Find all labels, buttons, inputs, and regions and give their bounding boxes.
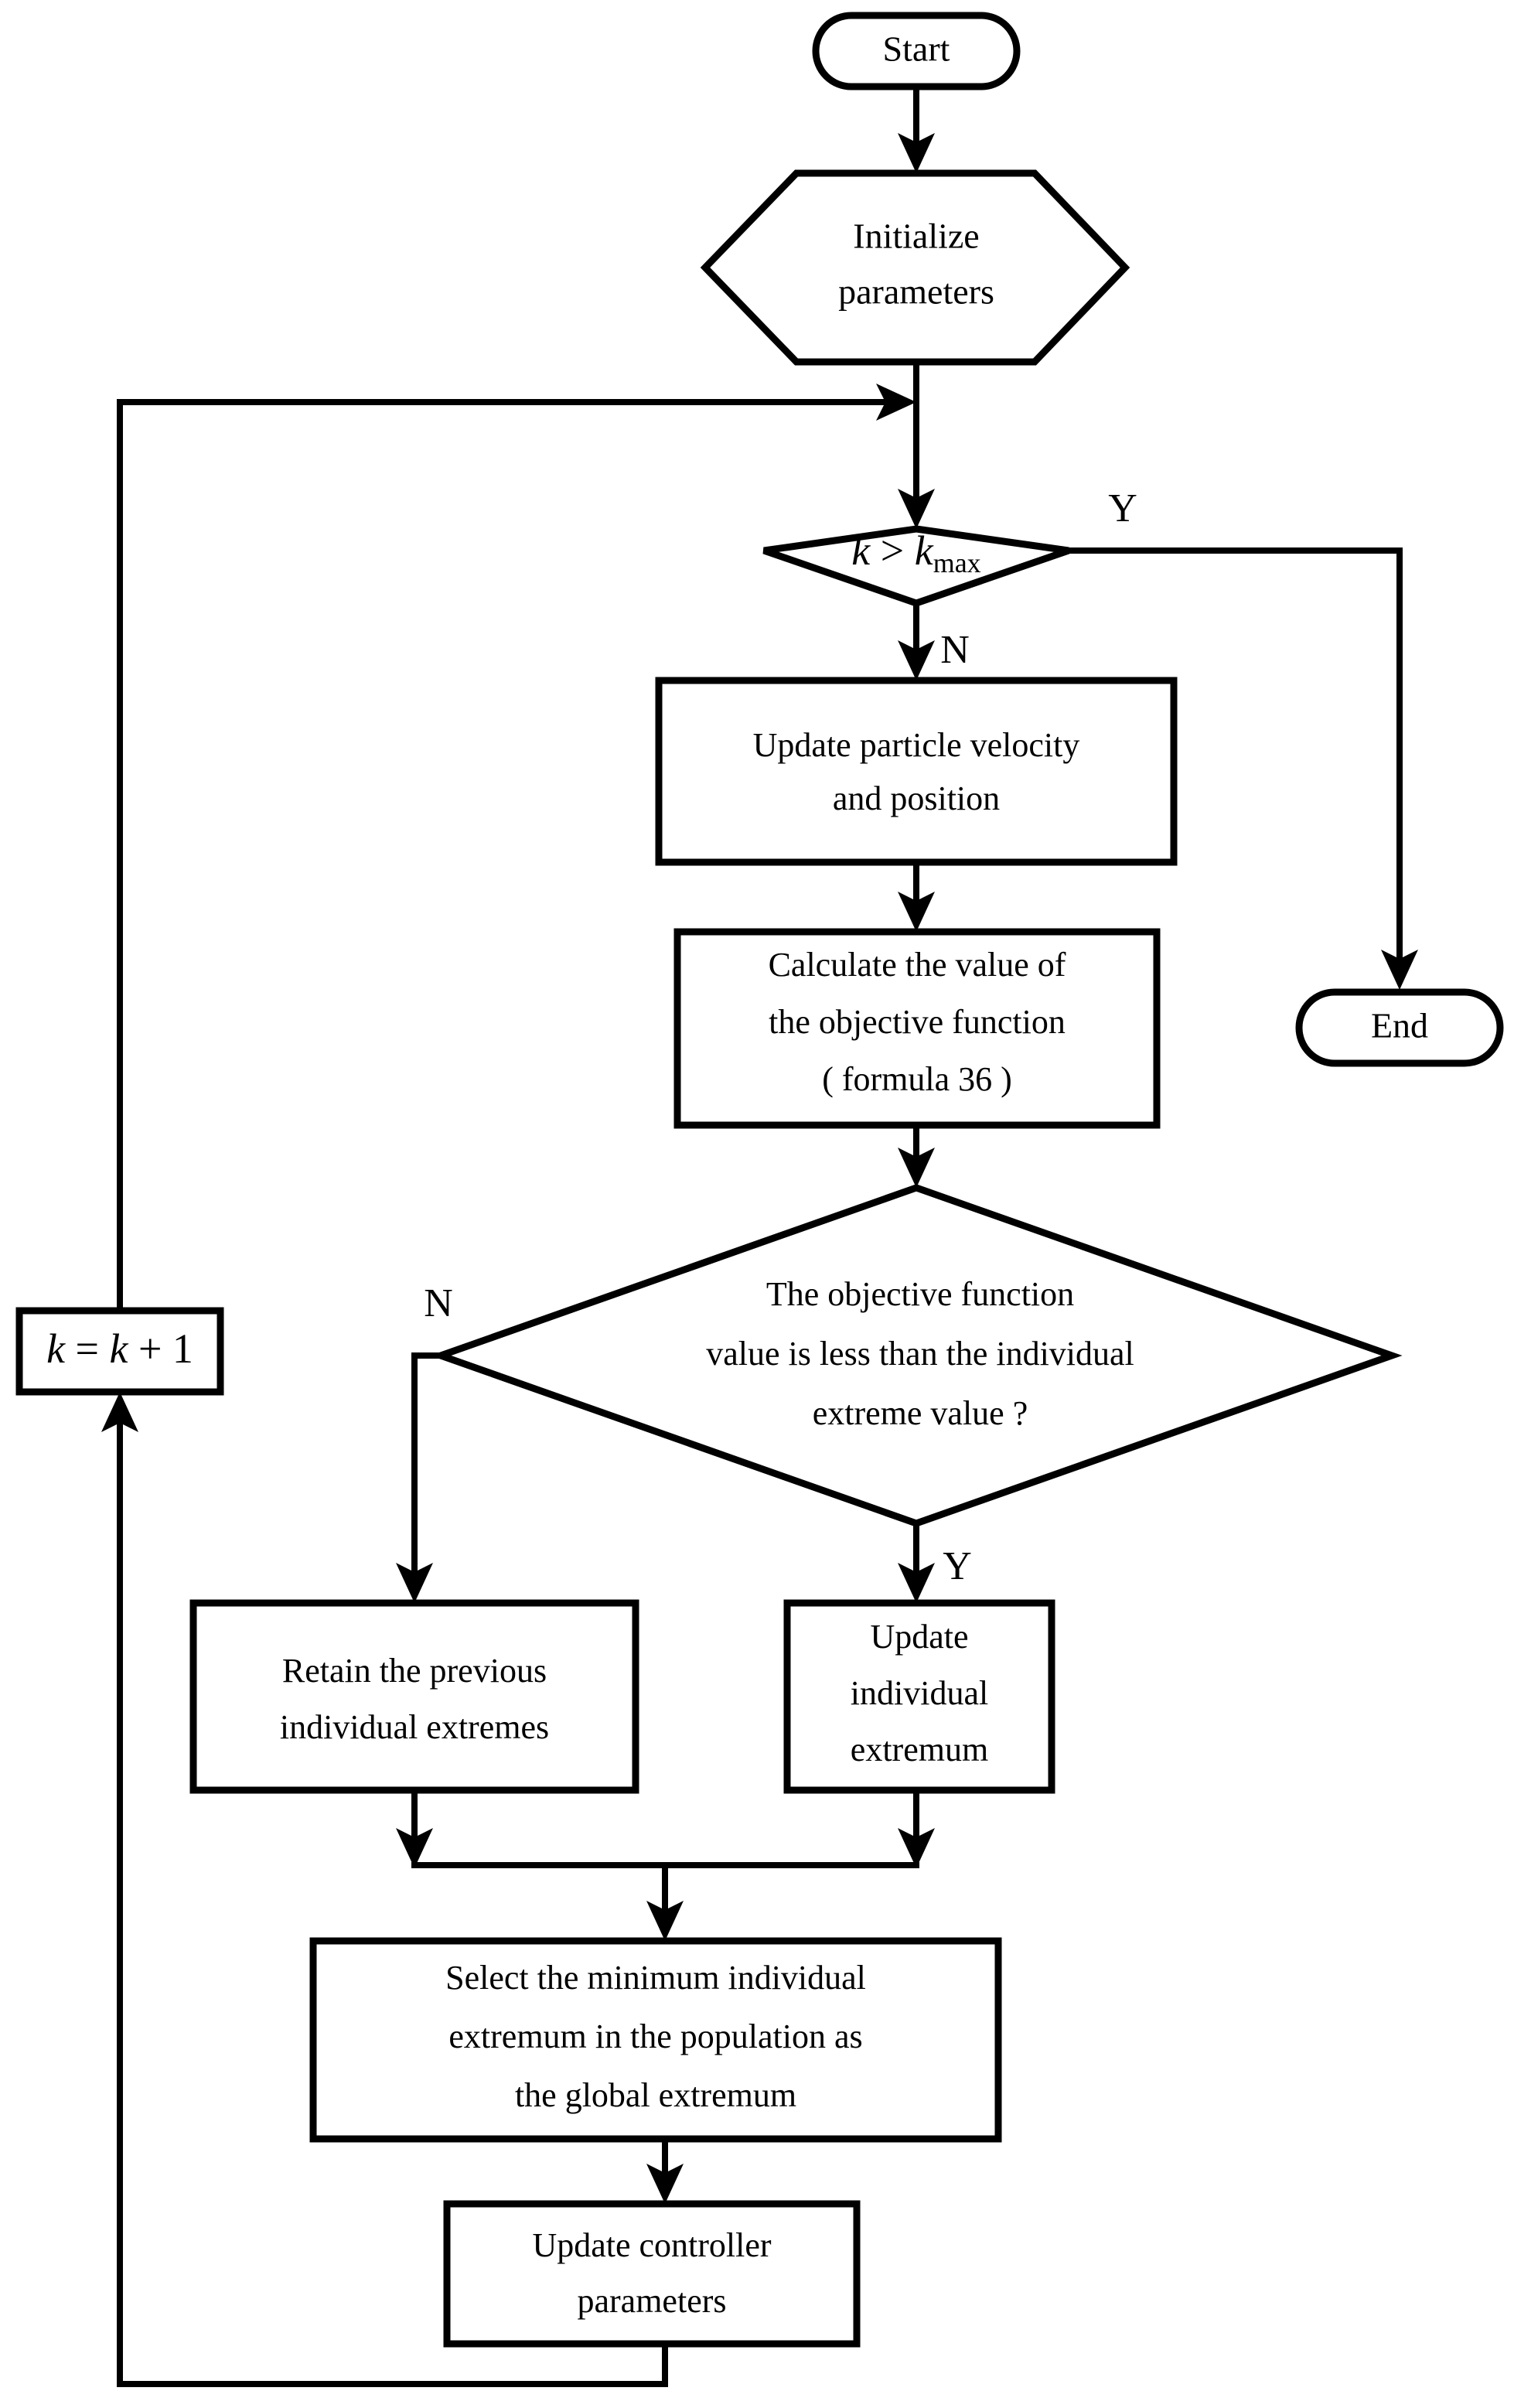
retain-previous-shape [189,1599,639,1794]
decision-iter-subscript: max [933,547,981,578]
edge-update-individual-to-merge [898,1790,935,1868]
node-update-controller[interactable]: Update controller parameters [443,2200,861,2348]
node-calculate-objective[interactable]: Calculate the value of the objective fun… [673,928,1161,1129]
decision-iter-operator: > [870,527,914,574]
decision-objective-line3: extreme value ? [813,1394,1028,1432]
increment-var1: k [46,1325,66,1372]
decision-objective-shape [430,1184,1403,1527]
branch-label-objective-no: N [424,1281,453,1325]
edge-feedback-loop-return [117,384,916,1311]
select-minimum-line3: the global extremum [515,2076,796,2114]
update-controller-line1: Update controller [532,2226,771,2264]
update-controller-shape [443,2200,861,2348]
node-update-particle[interactable]: Update particle velocity and position [655,677,1178,866]
edge-decision-objective-no-to-retain [396,1352,441,1603]
end-label: End [1371,1006,1428,1045]
node-increment-counter[interactable]: k = k + 1 [15,1307,224,1396]
node-end[interactable]: End [1295,988,1504,1067]
node-initialize-parameters[interactable]: Initialize parameters [700,169,1130,366]
decision-iter-expression: k > kmax [851,527,980,578]
edge-start-to-initialize [898,87,935,173]
increment-shape [15,1307,224,1396]
update-individual-line2: individual [851,1674,988,1712]
select-minimum-shape [309,1937,1002,2143]
update-particle-line2: and position [833,779,1000,817]
calculate-objective-shape [673,928,1161,1129]
end-shape [1295,988,1504,1067]
retain-previous-line1: Retain the previous [282,1652,547,1690]
update-individual-line1: Update [870,1618,968,1656]
decision-objective-line1: The objective function [766,1275,1074,1313]
decision-objective-line2: value is less than the individual [706,1335,1134,1373]
node-select-minimum[interactable]: Select the minimum individual extremum i… [309,1937,1002,2143]
retain-previous-line2: individual extremes [280,1708,549,1746]
update-individual-shape [783,1599,1055,1794]
select-minimum-line1: Select the minimum individual [445,1959,866,1997]
edge-update-particle-to-calculate [898,862,935,932]
update-particle-line1: Update particle velocity [753,726,1080,764]
update-particle-shape [655,677,1178,866]
branch-label-iter-no: N [940,628,970,672]
node-update-individual-extremum[interactable]: Update individual extremum [783,1599,1055,1794]
increment-equals: = [65,1325,109,1372]
branch-label-iter-yes: Y [1108,486,1137,530]
node-decision-k-greater-kmax[interactable]: k > kmax [762,525,1070,607]
update-controller-line2: parameters [578,2282,727,2320]
node-retain-previous[interactable]: Retain the previous individual extremes [189,1599,639,1794]
branch-label-objective-yes: Y [943,1544,972,1588]
decision-iter-var1: k [851,527,871,574]
edge-retain-to-merge [396,1790,433,1868]
start-label: Start [883,29,950,69]
edge-merge-to-select-minimum [646,1865,684,1941]
calculate-objective-line1: Calculate the value of [769,946,1066,984]
calculate-objective-line2: the objective function [769,1003,1066,1041]
edge-initialize-to-decision-iter [898,362,935,529]
initialize-shape [700,169,1130,366]
calculate-objective-line3: ( formula 36 ) [822,1060,1012,1098]
start-shape [812,12,1021,90]
decision-iter-var2: k [915,527,934,574]
decision-iter-shape [762,525,1070,607]
edge-decision-iter-no-to-update-particle [898,603,935,680]
select-minimum-line2: extremum in the population as [448,2017,862,2055]
initialize-label-line2: parameters [838,272,994,312]
update-individual-line3: extremum [851,1731,988,1768]
node-start[interactable]: Start [812,12,1021,90]
edge-decision-iter-yes-to-end [1069,547,1418,990]
increment-var2: k [110,1325,129,1372]
edge-decision-objective-yes-to-update-individual [898,1523,935,1603]
initialize-label-line1: Initialize [853,217,979,256]
node-decision-objective-less-than[interactable]: The objective function value is less tha… [430,1184,1403,1527]
edge-select-minimum-to-update-controller [646,2139,684,2204]
increment-plus-one: + 1 [128,1325,193,1372]
edge-update-controller-to-increment [101,1392,668,2387]
increment-expression: k = k + 1 [46,1325,193,1372]
edge-calculate-to-decision-objective [898,1125,935,1188]
